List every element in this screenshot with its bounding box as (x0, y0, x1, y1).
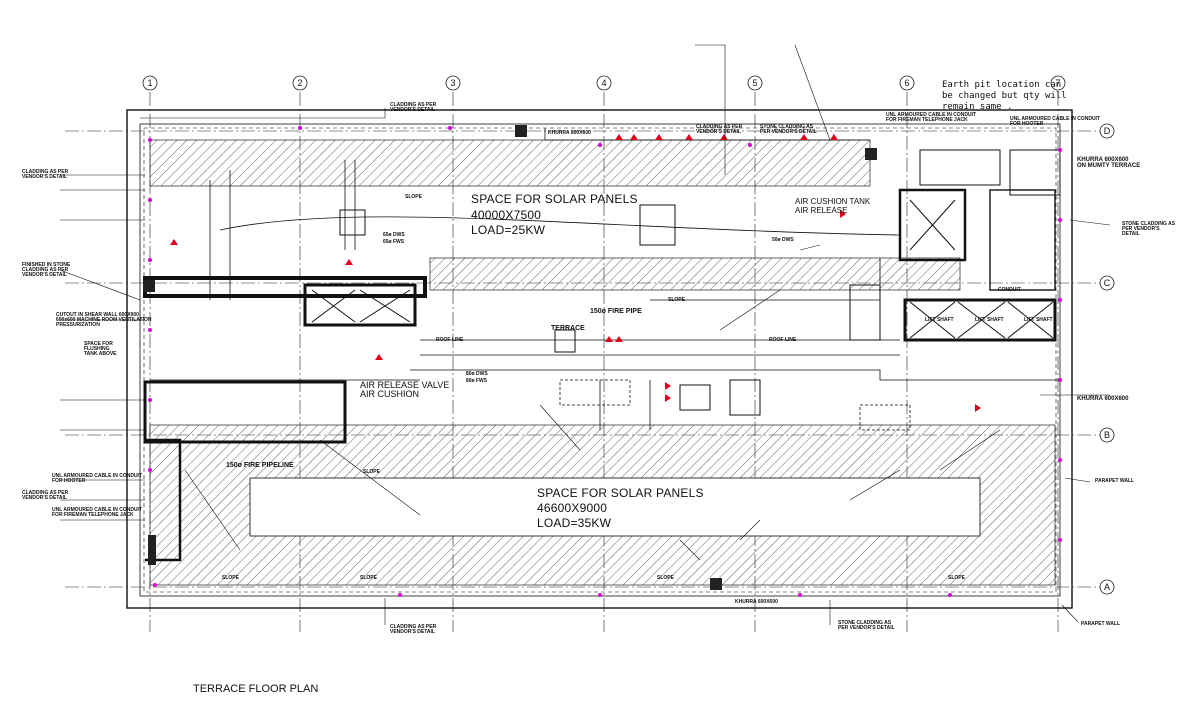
grid-label-col-5: 5 (752, 78, 757, 88)
label-air-release-right: AIR RELEASE (795, 206, 848, 215)
label-slope-3: SLOPE (363, 469, 380, 475)
label-cladding-2: CLADDING AS PER VENDOR'S DETAIL (696, 124, 743, 135)
label-stone-cladding-bottom: STONE CLADDING AS PER VENDOR'S DETAIL (838, 620, 895, 631)
grid-label-row-c: C (1104, 278, 1111, 288)
grid-label-row-a: A (1104, 582, 1110, 592)
label-slope-2: SLOPE (668, 297, 685, 303)
label-finished-stone: FINISHED IN STONE CLADDING AS PER VENDOR… (22, 262, 71, 278)
label-stone-cladding-top: STONE CLADDING AS PER VENDOR'S DETAIL (760, 124, 817, 135)
label-khurra-top: KHURRA 600X600 (548, 130, 591, 136)
solar-zone-1-size: 40000X7500 (471, 208, 542, 222)
label-dws-50: 50ø DWS (772, 237, 794, 243)
label-roof-line-1: ROOF LINE (436, 337, 464, 343)
label-khurra-bottom: KHURRA 600X600 (735, 599, 778, 605)
label-khurra-mumty: KHURRA 600X600 ON MUMTY TERRACE (1077, 157, 1141, 169)
label-air-release: AIR RELEASE VALVE (360, 380, 450, 390)
solar-zone-2-title: SPACE FOR SOLAR PANELS (537, 486, 704, 500)
grid-label-row-d: D (1104, 126, 1111, 136)
solar-zone-2-size: 46600X9000 (537, 501, 608, 515)
label-slope-4: SLOPE (222, 575, 239, 581)
label-conduit: CONDUIT (998, 287, 1021, 293)
label-fws-65: 65ø FWS (383, 239, 405, 245)
label-parapet-wall-2: PARAPET WALL (1081, 621, 1121, 627)
label-unl-cable-hooter-left: UNL ARMOURED CABLE IN CONDUIT FOR HOOTER (52, 473, 142, 484)
label-lift-shaft-3: LIFT SHAFT (1024, 317, 1053, 323)
red-arrow-markers (170, 134, 981, 412)
solar-zone-1-load: LOAD=25KW (471, 223, 546, 237)
label-lift-shaft-2: LIFT SHAFT (975, 317, 1004, 323)
label-slope-1: SLOPE (405, 194, 422, 200)
solar-zone-1-title: SPACE FOR SOLAR PANELS (471, 192, 638, 206)
grid-label-col-7: 7 (1055, 78, 1060, 88)
label-unl-cable-hooter: UNL ARMOURED CABLE IN CONDUIT FOR HOOTER (1010, 116, 1100, 127)
label-parapet-wall-1: PARAPET WALL (1095, 478, 1135, 484)
grid-label-col-2: 2 (297, 78, 302, 88)
note-earth-pit-line2: be changed but qty will (942, 91, 1067, 101)
note-earth-pit-line1: Earth pit location can (942, 80, 1062, 90)
grid-label-col-3: 3 (450, 78, 455, 88)
label-slope-6: SLOPE (657, 575, 674, 581)
grid-bubbles-rows (1099, 123, 1115, 595)
label-fws-80: 80ø FWS (466, 378, 488, 384)
slope-arrows (184, 244, 1001, 561)
label-stone-cladding-right: STONE CLADDING AS PER VENDOR'S DETAIL (1122, 221, 1176, 237)
label-slope-5: SLOPE (360, 575, 377, 581)
label-khurra-right: KHURRA 600X600 (1077, 396, 1129, 402)
hatched-terrace-zones (149, 139, 1056, 586)
label-dws-65: 65ø DWS (383, 232, 405, 238)
label-fire-pipe-1: 150ø FIRE PIPE (590, 308, 642, 315)
label-cladding-left: CLADDING AS PER VENDOR'S DETAIL (22, 169, 69, 180)
label-dws-80: 80ø DWS (466, 371, 488, 377)
label-air-cushion-tank: AIR CUSHION TANK (795, 197, 871, 206)
label-unl-cable-fireman: UNL ARMOURED CABLE IN CONDUIT FOR FIREMA… (886, 112, 976, 123)
label-space-tank: SPACE FOR FLUSHING TANK ABOVE (84, 341, 117, 357)
label-fire-pipe-2: 150ø FIRE PIPELINE (226, 462, 294, 469)
shaft-cross-markers (311, 199, 1054, 339)
label-cladding-bottom: CLADDING AS PER VENDOR'S DETAIL (390, 624, 437, 635)
label-cutout-shear: CUTOUT IN SHEAR WALL 600X900 600x600 MAC… (56, 312, 152, 328)
note-earth-pit-line3: remain same . (942, 102, 1013, 112)
label-roof-line-2: ROOF LINE (769, 337, 797, 343)
leader-lines (59, 44, 1111, 625)
building-outline (126, 109, 1073, 609)
label-terrace: TERRACE (551, 325, 585, 332)
grid-bubbles-columns (142, 75, 1066, 91)
grid-label-col-1: 1 (147, 78, 152, 88)
dark-corner-blocks (143, 125, 877, 590)
drawing-title: TERRACE FLOOR PLAN (193, 683, 319, 695)
label-unl-cable-fireman-left: UNL ARMOURED CABLE IN CONDUIT FOR FIREMA… (52, 507, 142, 518)
label-cladding-top: CLADDING AS PER VENDOR'S DETAIL (390, 102, 437, 113)
solar-zone-2-load: LOAD=35KW (537, 516, 612, 530)
label-lift-shaft-1: LIFT SHAFT (925, 317, 954, 323)
grid-label-col-4: 4 (601, 78, 606, 88)
label-cladding-left-2: CLADDING AS PER VENDOR'S DETAIL (22, 490, 69, 501)
roof-lines (150, 128, 1060, 430)
label-air-cushion: AIR CUSHION (360, 389, 420, 399)
label-slope-7: SLOPE (948, 575, 965, 581)
grid-label-col-6: 6 (904, 78, 909, 88)
grid-label-row-b: B (1104, 430, 1110, 440)
